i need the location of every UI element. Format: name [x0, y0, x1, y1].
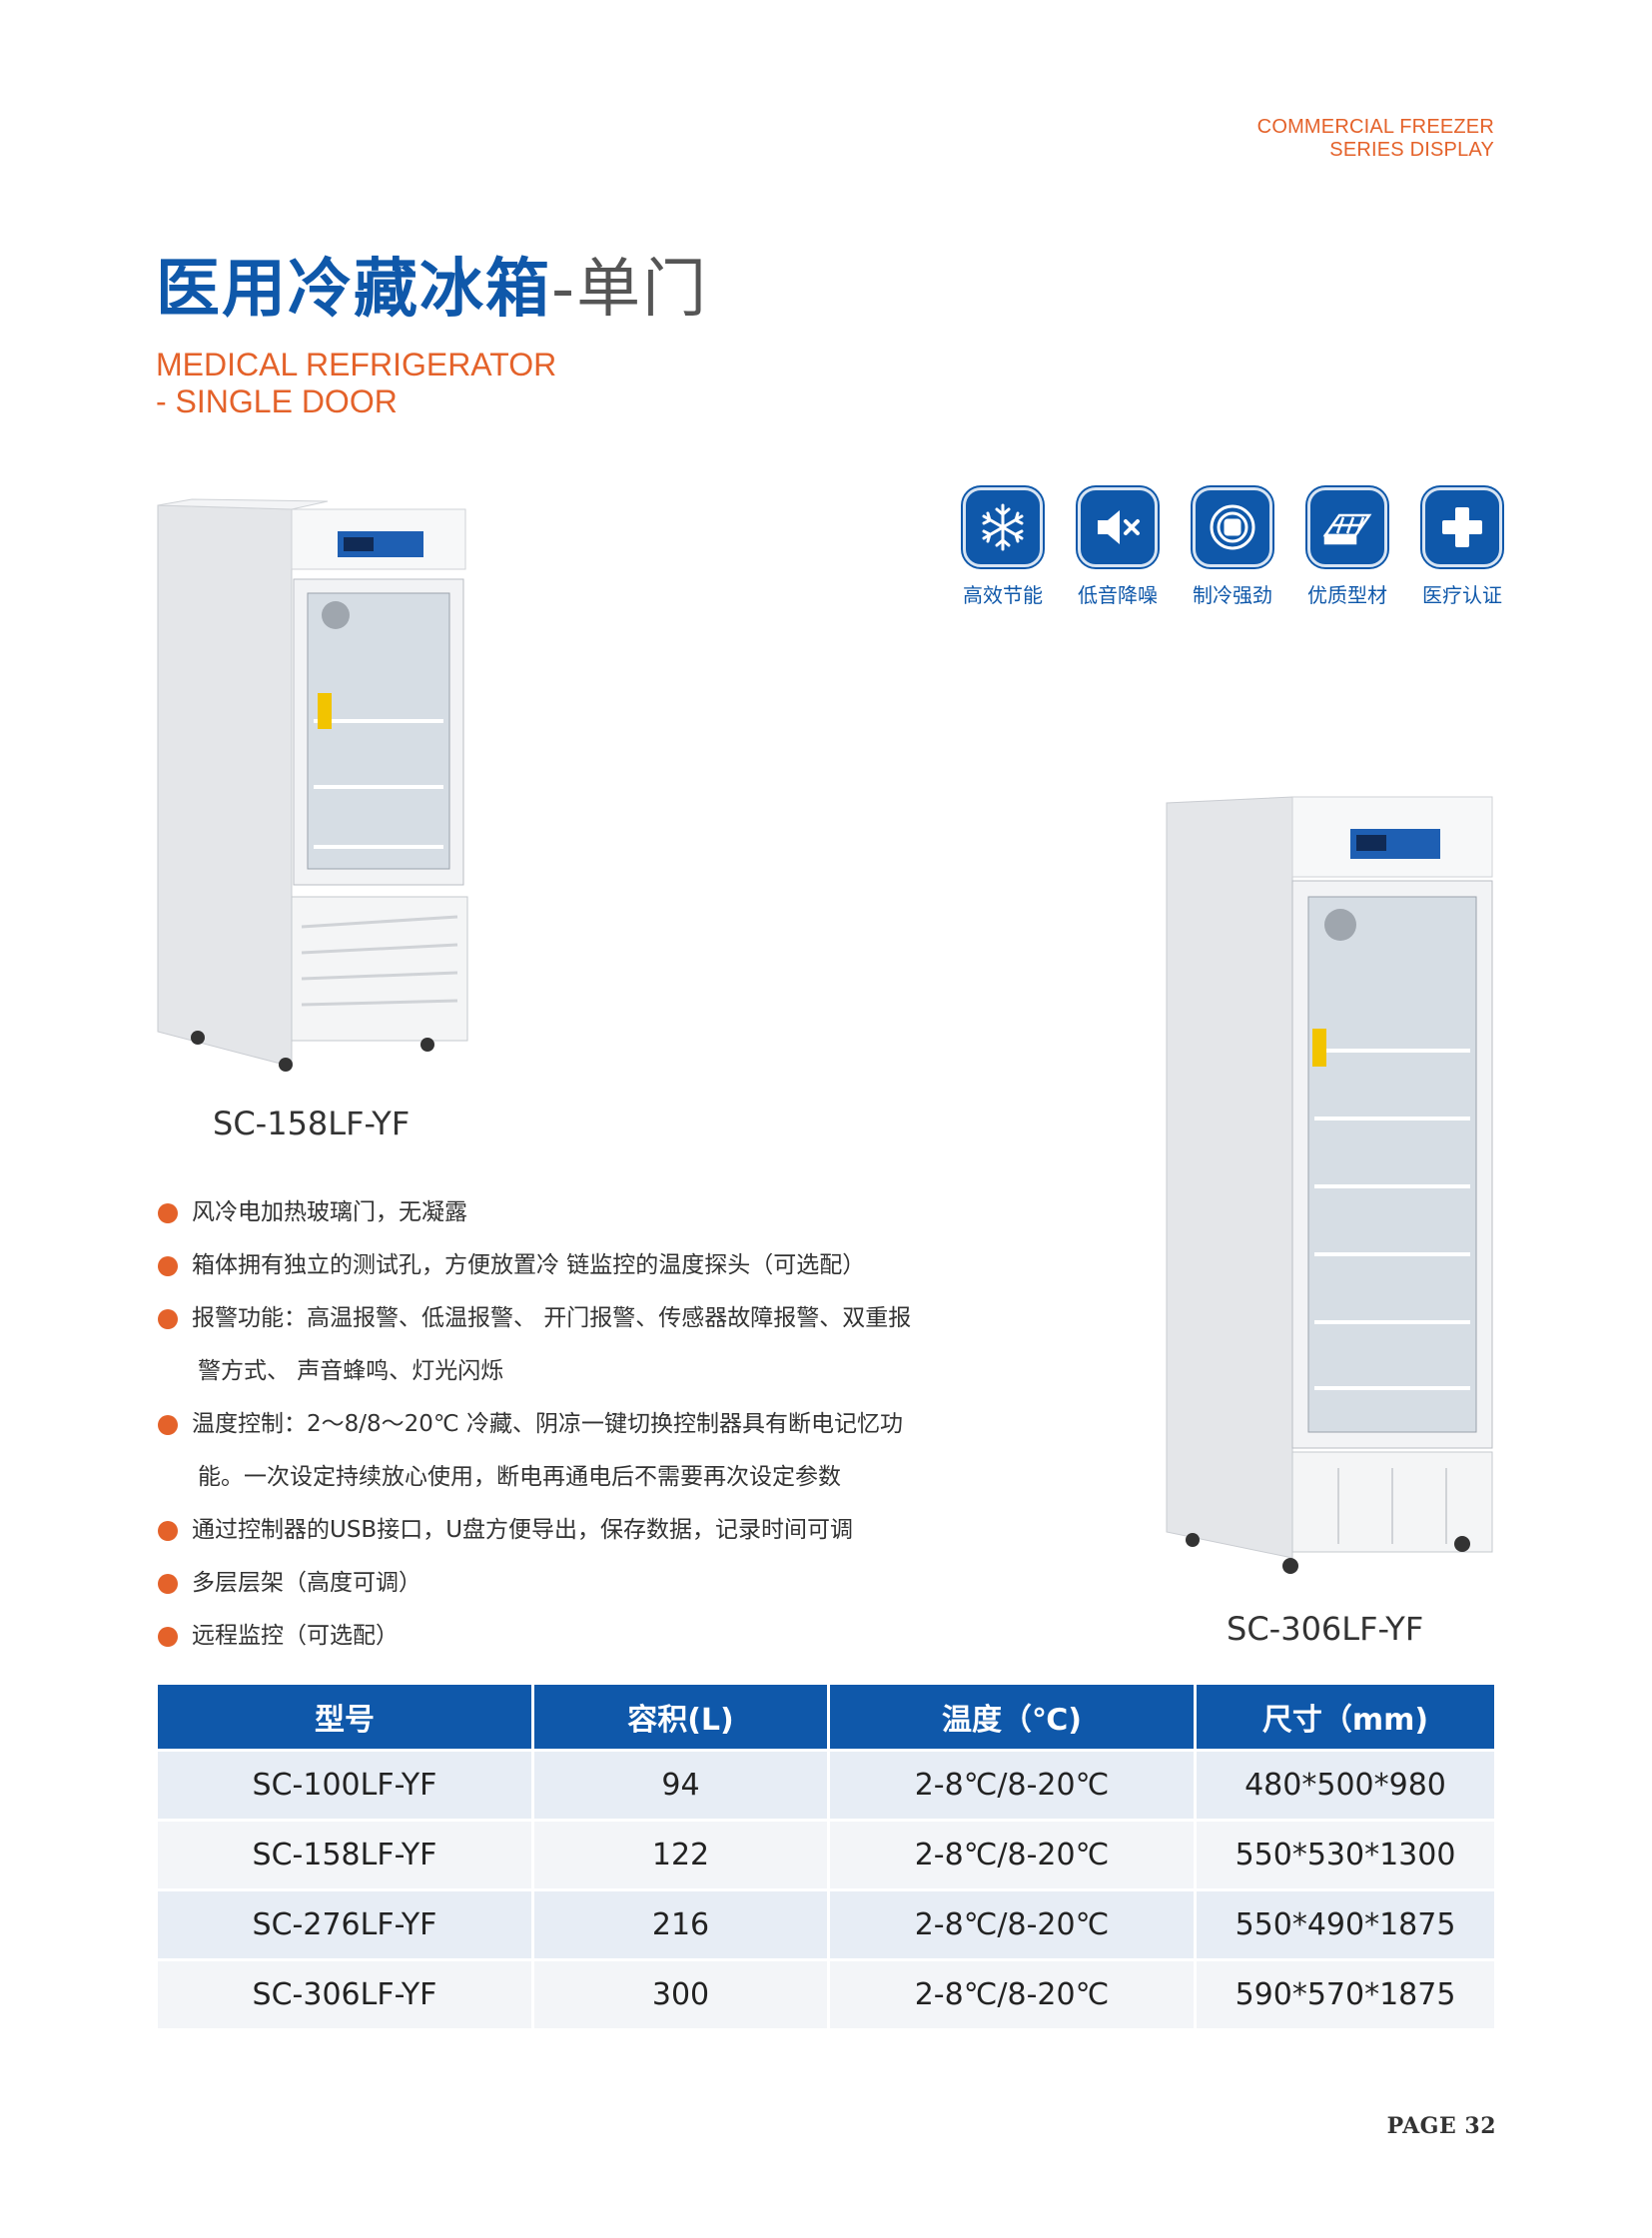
list-item: 通过控制器的USB接口，U盘方便导出，保存数据，记录时间可调: [156, 1504, 975, 1557]
cell-model: SC-306LF-YF: [158, 1958, 534, 2028]
cell-model: SC-158LF-YF: [158, 1819, 534, 1888]
list-item: 远程监控（可选配）: [156, 1610, 975, 1663]
title-sub: -单门: [551, 253, 709, 327]
feature-label: 高效节能: [963, 583, 1043, 607]
table-row: SC-306LF-YF 300 2-8℃/8-20℃ 590*570*1875: [158, 1958, 1494, 2028]
cell-temperature: 2-8℃/8-20℃: [830, 1958, 1197, 2028]
table-row: SC-276LF-YF 216 2-8℃/8-20℃ 550*490*1875: [158, 1888, 1494, 1958]
subtitle-line-2: - SINGLE DOOR: [156, 383, 398, 419]
cell-volume: 216: [534, 1888, 830, 1958]
cell-size: 480*500*980: [1197, 1749, 1494, 1819]
cell-volume: 122: [534, 1819, 830, 1888]
header-volume: 容积(L): [534, 1685, 830, 1749]
series-line-1: COMMERCIAL FREEZER: [1256, 116, 1494, 138]
header-model: 型号: [158, 1685, 534, 1749]
cell-size: 550*490*1875: [1197, 1888, 1494, 1958]
cell-temperature: 2-8℃/8-20℃: [830, 1819, 1197, 1888]
page-title: 医用冷藏冰箱-单门: [156, 250, 708, 330]
list-item: 温度控制：2～8/8～20℃ 冷藏、阴凉一键切换控制器具有断电记忆功: [156, 1398, 975, 1451]
list-item: 多层层架（高度可调）: [156, 1557, 975, 1610]
cell-size: 550*530*1300: [1197, 1819, 1494, 1888]
mute-speaker-icon: [1078, 487, 1158, 567]
cell-temperature: 2-8℃/8-20℃: [830, 1888, 1197, 1958]
title-main: 医用冷藏冰箱: [156, 253, 551, 327]
page-number: PAGE 32: [1386, 2113, 1496, 2139]
list-item-continuation: 能。一次设定持续放心使用，断电再通电后不需要再次设定参数: [198, 1464, 841, 1490]
series-caption: COMMERCIAL FREEZER SERIES DISPLAY: [1257, 116, 1494, 162]
feature-label: 低音降噪: [1078, 583, 1158, 607]
cell-volume: 94: [534, 1749, 830, 1819]
header-temperature: 温度（℃): [830, 1685, 1197, 1749]
feature-label: 制冷强劲: [1193, 583, 1272, 607]
list-item: 报警功能：高温报警、低温报警、 开门报警、传感器故障报警、双重报: [156, 1292, 975, 1345]
subtitle-line-1: MEDICAL REFRIGERATOR: [156, 347, 557, 382]
header-size: 尺寸（mm): [1197, 1685, 1494, 1749]
feature-label: 优质型材: [1307, 583, 1387, 607]
product-image-sc-158lf-yf: [152, 497, 477, 1079]
cell-size: 590*570*1875: [1197, 1958, 1494, 2028]
cell-model: SC-276LF-YF: [158, 1888, 534, 1958]
list-item-continuation: 警方式、 声音蜂鸣、灯光闪烁: [198, 1358, 504, 1384]
table-header-row: 型号 容积(L) 温度（℃) 尺寸（mm): [158, 1685, 1494, 1749]
product-image-sc-306lf-yf: [1163, 789, 1502, 1580]
feature-material: 优质型材: [1299, 487, 1395, 608]
list-item: 箱体拥有独立的测试孔，方便放置冷 链监控的温度探头（可选配）: [156, 1239, 975, 1292]
feature-medical: 医疗认证: [1414, 487, 1510, 608]
cell-volume: 300: [534, 1958, 830, 2028]
feature-energy: 高效节能: [955, 487, 1051, 608]
product-model-label: SC-306LF-YF: [1227, 1610, 1424, 1648]
table-row: SC-158LF-YF 122 2-8℃/8-20℃ 550*530*1300: [158, 1819, 1494, 1888]
page-subtitle-en: MEDICAL REFRIGERATOR - SINGLE DOOR: [156, 347, 556, 420]
compressor-icon: [1193, 487, 1272, 567]
feature-list: 风冷电加热玻璃门，无凝露 箱体拥有独立的测试孔，方便放置冷 链监控的温度探头（可…: [156, 1186, 975, 1663]
medical-cross-icon: [1422, 487, 1502, 567]
cell-temperature: 2-8℃/8-20℃: [830, 1749, 1197, 1819]
spec-table: 型号 容积(L) 温度（℃) 尺寸（mm) SC-100LF-YF 94 2-8…: [158, 1685, 1494, 2028]
feature-quiet: 低音降噪: [1070, 487, 1166, 608]
list-item: 风冷电加热玻璃门，无凝露: [156, 1186, 975, 1239]
series-line-2: SERIES DISPLAY: [1329, 139, 1494, 161]
feature-label: 医疗认证: [1422, 583, 1502, 607]
cell-model: SC-100LF-YF: [158, 1749, 534, 1819]
table-row: SC-100LF-YF 94 2-8℃/8-20℃ 480*500*980: [158, 1749, 1494, 1819]
snowflake-icon: [963, 487, 1043, 567]
feature-cooling: 制冷强劲: [1185, 487, 1280, 608]
feature-icons: 高效节能 低音降噪 制冷强劲: [955, 487, 1510, 608]
material-panel-icon: [1307, 487, 1387, 567]
product-model-label: SC-158LF-YF: [213, 1105, 411, 1142]
